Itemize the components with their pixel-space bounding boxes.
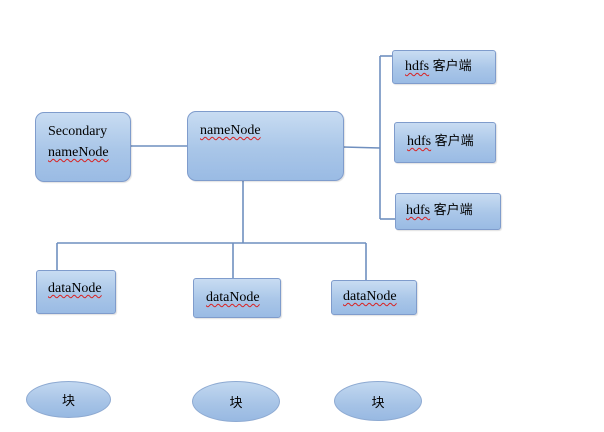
- hdfs-client-prefix-3: hdfs: [406, 203, 431, 218]
- block-ellipse-1: 块: [26, 381, 111, 418]
- datanode-box-3: dataNode: [331, 280, 417, 315]
- secondary-namenode-label-line2: nameNode: [48, 145, 109, 160]
- hdfs-client-box-2: hdfs 客户端: [394, 122, 496, 163]
- secondary-namenode-label-line1: Secondary: [48, 124, 108, 139]
- namenode-box: nameNode: [187, 111, 344, 181]
- hdfs-client-prefix-1: hdfs: [405, 59, 430, 74]
- hdfs-client-label-2: hdfs 客户端: [407, 132, 474, 152]
- datanode-box-2: dataNode: [193, 278, 281, 318]
- hdfs-client-prefix-2: hdfs: [407, 134, 432, 149]
- hdfs-client-label-1: hdfs 客户端: [405, 57, 472, 77]
- datanode-box-1: dataNode: [36, 270, 116, 314]
- secondary-namenode-box: Secondary nameNode: [35, 112, 131, 182]
- block-label-3: 块: [371, 395, 385, 411]
- block-ellipse-3: 块: [334, 381, 422, 421]
- hdfs-client-suffix-1: 客户端: [432, 59, 472, 74]
- datanode-label-1: dataNode: [48, 281, 102, 296]
- datanode-label-3: dataNode: [343, 289, 397, 304]
- hdfs-client-suffix-3: 客户端: [433, 203, 473, 218]
- block-label-1: 块: [61, 394, 75, 409]
- hdfs-client-suffix-2: 客户端: [434, 134, 474, 149]
- block-ellipse-2: 块: [192, 381, 280, 422]
- block-label-2: 块: [229, 396, 243, 411]
- connector-namenode-to-client-bus: [342, 146, 381, 149]
- namenode-label: nameNode: [200, 123, 261, 138]
- datanode-label-2: dataNode: [206, 290, 260, 305]
- hdfs-client-label-3: hdfs 客户端: [406, 201, 473, 221]
- hdfs-client-box-1: hdfs 客户端: [392, 50, 496, 84]
- hdfs-client-box-3: hdfs 客户端: [395, 193, 501, 230]
